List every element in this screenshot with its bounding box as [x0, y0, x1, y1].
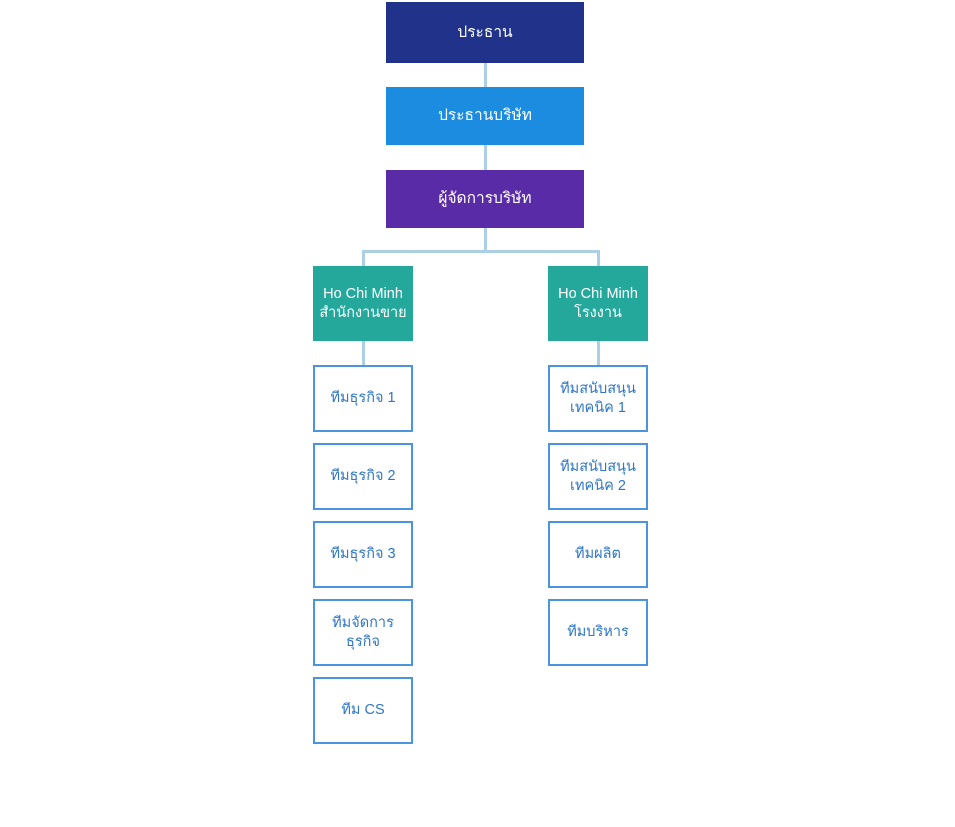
org-node-team-tech-support-1: ทีมสนับสนุน เทคนิค 1	[548, 365, 648, 432]
connector-line	[596, 341, 600, 365]
org-node-label: ประธานบริษัท	[438, 107, 532, 125]
org-node-team-business-2: ทีมธุรกิจ 2	[313, 443, 413, 510]
org-node-label-line1: ทีมสนับสนุน	[560, 459, 636, 476]
org-node-team-business-management: ทีมจัดการ ธุรกิจ	[313, 599, 413, 666]
connector-line	[483, 63, 487, 87]
org-node-branch-factory: Ho Chi Minh โรงงาน	[548, 266, 648, 341]
org-node-label-line1: ทีม CS	[341, 702, 385, 719]
org-node-team-business-3: ทีมธุรกิจ 3	[313, 521, 413, 588]
org-node-branch-sales-office: Ho Chi Minh สำนักงานขาย	[313, 266, 413, 341]
org-node-team-business-1: ทีมธุรกิจ 1	[313, 365, 413, 432]
org-node-chairman: ประธาน	[386, 2, 584, 63]
org-node-label: ประธาน	[457, 23, 513, 41]
connector-line	[596, 250, 600, 266]
org-node-label-line1: ทีมสนับสนุน	[560, 381, 636, 398]
connector-line	[361, 341, 365, 365]
org-node-label: ผู้จัดการบริษัท	[438, 190, 532, 208]
org-node-label-line1: ทีมธุรกิจ 2	[330, 468, 396, 485]
org-node-label-line1: Ho Chi Minh	[558, 286, 638, 303]
org-node-label-line1: ทีมผลิต	[575, 546, 621, 563]
connector-line	[483, 145, 487, 170]
connector-line	[483, 228, 487, 253]
org-node-label-line1: Ho Chi Minh	[323, 286, 403, 303]
org-node-company-manager: ผู้จัดการบริษัท	[386, 170, 584, 228]
org-node-label-line1: ทีมธุรกิจ 1	[330, 390, 396, 407]
org-node-team-tech-support-2: ทีมสนับสนุน เทคนิค 2	[548, 443, 648, 510]
org-node-company-president: ประธานบริษัท	[386, 87, 584, 145]
org-node-team-cs: ทีม CS	[313, 677, 413, 744]
org-node-label-line1: ทีมธุรกิจ 3	[330, 546, 396, 563]
connector-line	[361, 250, 365, 266]
org-node-team-administration: ทีมบริหาร	[548, 599, 648, 666]
org-node-label-line2: เทคนิค 2	[570, 477, 626, 494]
org-node-label-line2: ธุรกิจ	[346, 633, 380, 650]
org-node-label-line1: ทีมจัดการ	[332, 615, 394, 632]
org-node-team-production: ทีมผลิต	[548, 521, 648, 588]
org-node-label-line2: เทคนิค 1	[570, 399, 626, 416]
org-node-label-line2: สำนักงานขาย	[319, 304, 407, 321]
org-node-label-line2: โรงงาน	[574, 304, 622, 321]
org-node-label-line1: ทีมบริหาร	[567, 624, 629, 641]
connector-line	[361, 250, 600, 253]
